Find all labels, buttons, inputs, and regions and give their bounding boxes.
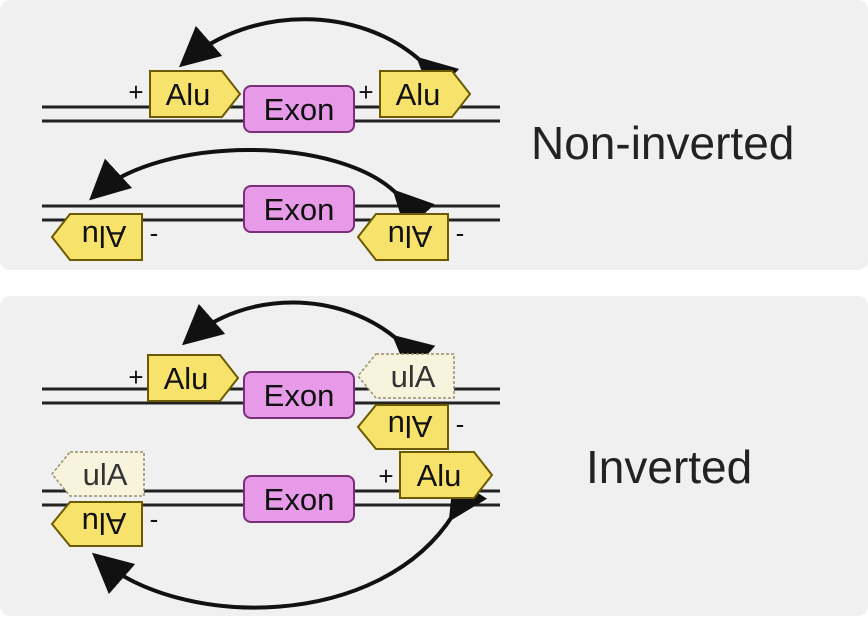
svg-text:+: +: [358, 77, 373, 107]
svg-text:-: -: [456, 218, 465, 248]
pairing-arrows: [89, 17, 488, 610]
svg-text:+: +: [378, 461, 393, 491]
plus-strand-sign: +: [128, 77, 143, 107]
svg-text:Alu: Alu: [396, 77, 441, 112]
svg-text:Exon: Exon: [264, 92, 335, 127]
alu-element-plus: Alu: [149, 70, 242, 118]
svg-text:Alu: Alu: [388, 219, 433, 254]
minus-strand-sign: -: [150, 218, 159, 248]
svg-text:-: -: [456, 409, 465, 439]
svg-text:Exon: Exon: [264, 482, 335, 517]
minus-strand-sign: -: [150, 504, 159, 534]
alu-element-minus: Alu: [356, 404, 449, 450]
plus-strand-sign: +: [378, 461, 393, 491]
alu-element-plus: Alu: [379, 70, 472, 118]
plus-strand-sign: +: [128, 362, 143, 392]
minus-strand-sign: -: [456, 218, 465, 248]
exon-box: Exon: [243, 371, 355, 419]
svg-text:Alu: Alu: [164, 361, 209, 396]
svg-text:Alu: Alu: [388, 409, 433, 444]
non-inverted-label: Non-inverted: [531, 117, 795, 169]
alu-element-plus: Alu: [147, 354, 240, 402]
svg-text:Alu: Alu: [166, 77, 211, 112]
minus-strand-sign: -: [456, 409, 465, 439]
svg-text:ulA: ulA: [391, 359, 436, 394]
exon-box: Exon: [243, 85, 355, 133]
alu-element-faded: ulA: [357, 353, 455, 399]
alu-element-minus: Alu: [356, 213, 449, 261]
svg-text:Alu: Alu: [82, 219, 127, 254]
svg-text:-: -: [150, 504, 159, 534]
plus-strand-sign: +: [358, 77, 373, 107]
svg-text:-: -: [150, 218, 159, 248]
alu-element-faded: ulA: [51, 451, 145, 497]
svg-text:ulA: ulA: [83, 457, 128, 492]
svg-text:Alu: Alu: [417, 458, 462, 493]
pairing-arrow: [178, 17, 460, 99]
pairing-arrow: [91, 477, 488, 610]
svg-text:Exon: Exon: [264, 192, 335, 227]
svg-text:+: +: [128, 362, 143, 392]
svg-text:Exon: Exon: [264, 378, 335, 413]
svg-text:Alu: Alu: [82, 506, 127, 541]
alu-element-plus: Alu: [399, 451, 494, 499]
exon-box: Exon: [243, 185, 355, 233]
alu-element-minus: Alu: [50, 213, 143, 261]
pairing-arrow: [181, 300, 436, 377]
exon-box: Exon: [243, 475, 355, 523]
pairing-arrow: [89, 148, 435, 232]
svg-text:+: +: [128, 77, 143, 107]
inverted-label: Inverted: [586, 441, 753, 493]
alu-element-minus: Alu: [50, 501, 143, 547]
